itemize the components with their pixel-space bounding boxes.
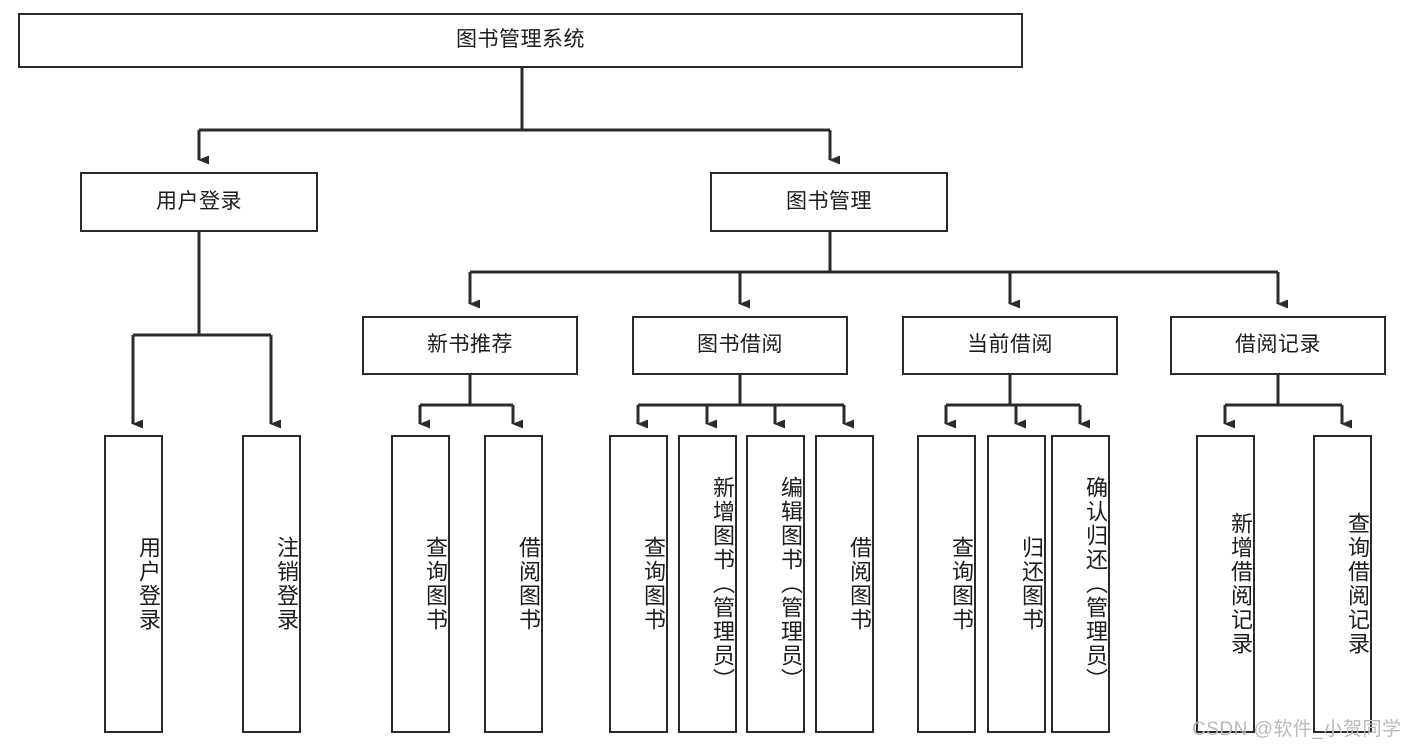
leaf-query-book-current[interactable]: 查询图书 <box>917 435 976 733</box>
node-label: 图书管理 <box>786 189 872 213</box>
node-root-system[interactable]: 图书管理系统 <box>18 13 1023 68</box>
node-book-management[interactable]: 图书管理 <box>710 172 948 232</box>
node-label: 注销登录 <box>274 536 299 632</box>
node-label: 图书借阅 <box>697 333 783 357</box>
node-label: 图书管理系统 <box>456 28 585 52</box>
node-label: 查询借阅记录 <box>1345 512 1370 656</box>
csdn-watermark: CSDN @软件_小贺同学 <box>1192 719 1402 740</box>
node-label: 新增图书（管理员） <box>710 476 735 692</box>
node-user-login[interactable]: 用户登录 <box>80 172 318 232</box>
node-label: 查询图书 <box>423 536 448 632</box>
node-label: 确认归还（管理员） <box>1083 476 1108 692</box>
leaf-borrow-book[interactable]: 借阅图书 <box>815 435 874 733</box>
node-label: 借阅记录 <box>1235 333 1321 357</box>
node-label: 借阅图书 <box>847 536 872 632</box>
node-label: 新书推荐 <box>427 333 513 357</box>
leaf-query-borrow-record[interactable]: 查询借阅记录 <box>1313 435 1372 733</box>
leaf-borrow-book-recommend[interactable]: 借阅图书 <box>484 435 543 733</box>
leaf-add-borrow-record[interactable]: 新增借阅记录 <box>1196 435 1255 733</box>
node-label: 编辑图书（管理员） <box>778 476 803 692</box>
node-current-borrow[interactable]: 当前借阅 <box>902 316 1118 375</box>
node-label: 查询图书 <box>641 536 666 632</box>
node-new-book-recommend[interactable]: 新书推荐 <box>362 316 578 375</box>
node-book-borrow[interactable]: 图书借阅 <box>632 316 848 375</box>
node-label: 查询图书 <box>949 536 974 632</box>
leaf-query-book-recommend[interactable]: 查询图书 <box>391 435 450 733</box>
leaf-confirm-return-admin[interactable]: 确认归还（管理员） <box>1051 435 1110 733</box>
node-label: 用户登录 <box>156 189 242 213</box>
leaf-return-book[interactable]: 归还图书 <box>987 435 1046 733</box>
leaf-add-book-admin[interactable]: 新增图书（管理员） <box>678 435 737 733</box>
leaf-edit-book-admin[interactable]: 编辑图书（管理员） <box>746 435 805 733</box>
leaf-query-book-borrow[interactable]: 查询图书 <box>609 435 668 733</box>
leaf-user-login[interactable]: 用户登录 <box>104 435 163 733</box>
node-borrow-record[interactable]: 借阅记录 <box>1170 316 1386 375</box>
node-label: 用户登录 <box>136 536 161 632</box>
node-label: 新增借阅记录 <box>1228 512 1253 656</box>
node-label: 当前借阅 <box>967 333 1053 357</box>
leaf-logout-login[interactable]: 注销登录 <box>242 435 301 733</box>
node-label: 归还图书 <box>1019 536 1044 632</box>
node-label: 借阅图书 <box>516 536 541 632</box>
